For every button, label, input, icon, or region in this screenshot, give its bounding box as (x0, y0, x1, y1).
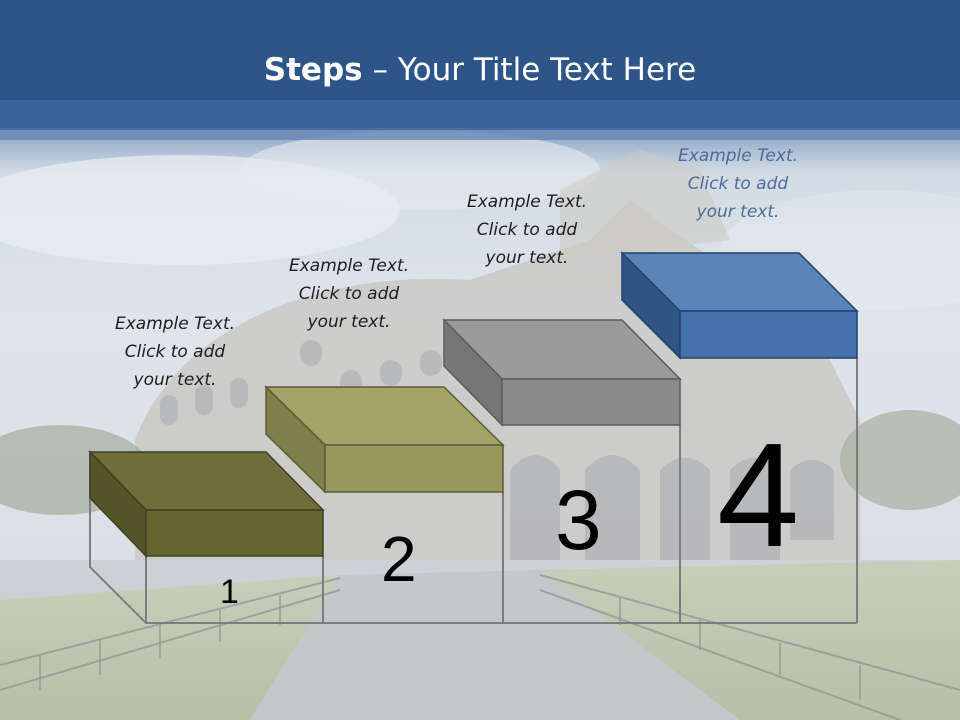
step-1-caption[interactable]: Example Text. Click to add your text. (90, 310, 260, 394)
step-1-number: 1 (220, 573, 239, 611)
step-1-caption-line-3: your text. (133, 370, 217, 390)
slide-title[interactable]: Steps – Your Title Text Here (0, 52, 960, 102)
step-4-caption-line-3: your text. (696, 202, 780, 222)
step-3-number: 3 (555, 473, 602, 567)
step-2-block (264, 385, 505, 494)
step-3-caption-line-2: Click to add (476, 220, 578, 240)
step-2-caption-line-1: Example Text. (288, 256, 410, 276)
step-3-caption-line-3: your text. (485, 248, 569, 268)
step-2-caption-line-2: Click to add (298, 284, 400, 304)
step-1-block (88, 450, 325, 558)
title-bold: Steps (263, 52, 363, 88)
step-4-block (620, 251, 859, 360)
step-4-caption-line-2: Click to add (687, 174, 789, 194)
step-3-caption[interactable]: Example Text. Click to add your text. (442, 188, 612, 272)
step-2-caption-line-3: your text. (307, 312, 391, 332)
step-2-number: 2 (381, 523, 417, 595)
step-4-caption[interactable]: Example Text. Click to add your text. (653, 142, 823, 226)
step-3-caption-line-1: Example Text. (466, 192, 588, 212)
step-4-number: 4 (717, 413, 800, 578)
title-rest: – Your Title Text Here (362, 52, 697, 88)
step-1-outline (89, 452, 323, 624)
step-3-block (442, 318, 682, 427)
step-1-caption-line-1: Example Text. (114, 314, 236, 334)
step-4-caption-line-1: Example Text. (677, 146, 799, 166)
step-1-caption-line-2: Click to add (124, 342, 226, 362)
step-2-caption[interactable]: Example Text. Click to add your text. (264, 252, 434, 336)
